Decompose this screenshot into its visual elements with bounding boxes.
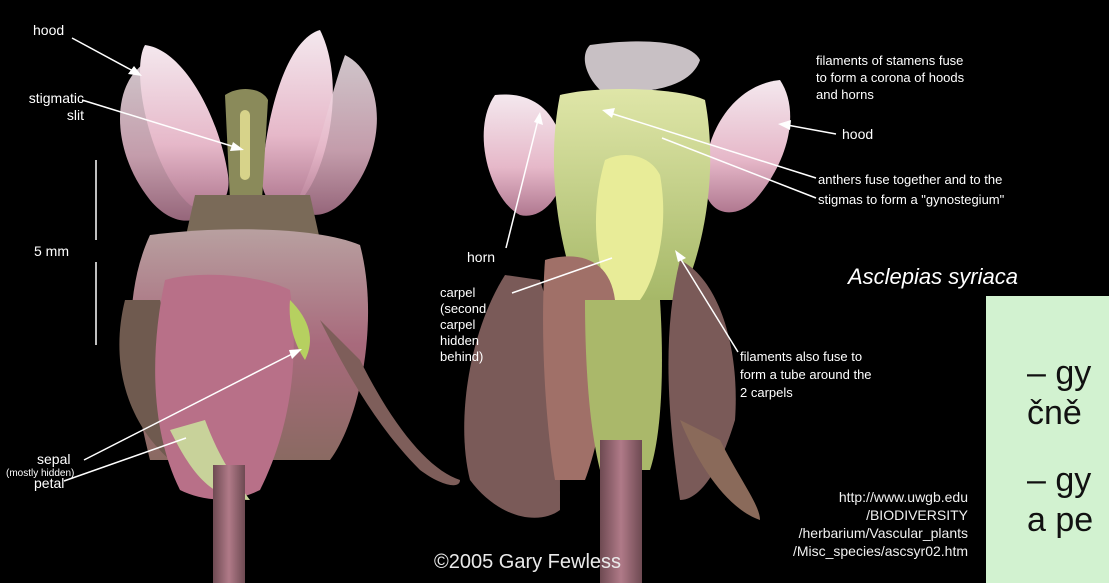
label-carpel: carpel (second carpel hidden behind) bbox=[440, 285, 486, 365]
label-filaments-tube: filaments also fuse to form a tube aroun… bbox=[740, 348, 872, 402]
slide-text-line: čně bbox=[1027, 394, 1082, 433]
label-sepal: sepal bbox=[37, 451, 70, 468]
label-filaments-corona: filaments of stamens fuse to form a coro… bbox=[816, 52, 964, 103]
slide-text-line: – gy bbox=[1027, 354, 1091, 393]
label-horn: horn bbox=[467, 249, 495, 266]
source-url: http://www.uwgb.edu /BIODIVERSITY /herba… bbox=[793, 488, 968, 560]
right-flower bbox=[464, 41, 790, 583]
right-hood-left bbox=[484, 94, 565, 215]
slide-text-line: – gy bbox=[1027, 461, 1091, 500]
label-hood-right: hood bbox=[842, 126, 873, 143]
label-stigmatic-slit: stigmatic slit bbox=[20, 90, 84, 124]
source-url-line: /Misc_species/ascsyr02.htm bbox=[793, 542, 968, 560]
label-anthers: anthers fuse together and to the stigmas… bbox=[818, 170, 1004, 210]
left-pedicel bbox=[213, 465, 245, 583]
right-hood-back bbox=[585, 41, 700, 91]
left-stigmatic-slit bbox=[240, 110, 250, 180]
slide-text-line: a pe bbox=[1027, 501, 1093, 540]
pointer-hood-right bbox=[787, 125, 836, 134]
pointer-hood-left bbox=[72, 38, 135, 72]
source-url-line: /BIODIVERSITY bbox=[793, 506, 968, 524]
label-scale: 5 mm bbox=[34, 243, 69, 260]
label-petal: petal bbox=[34, 475, 64, 492]
species-name: Asclepias syriaca bbox=[848, 264, 1018, 290]
source-url-line: /herbarium/Vascular_plants bbox=[793, 524, 968, 542]
left-flower bbox=[119, 30, 460, 583]
label-hood-left: hood bbox=[33, 22, 64, 39]
source-url-line: http://www.uwgb.edu bbox=[793, 488, 968, 506]
copyright: ©2005 Gary Fewless bbox=[434, 551, 621, 574]
